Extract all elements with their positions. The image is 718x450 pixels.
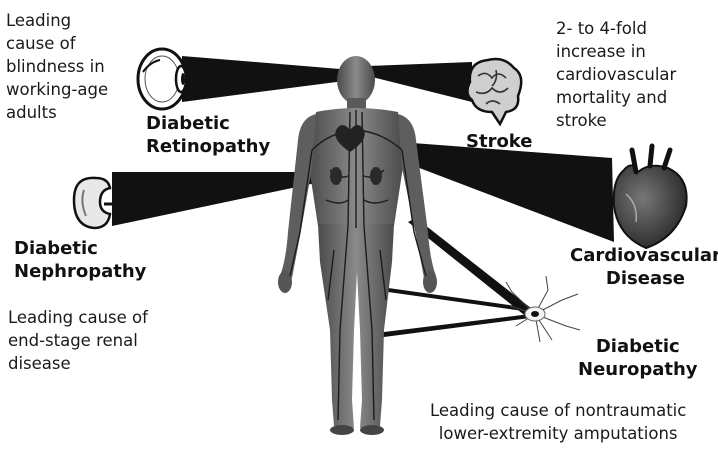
body-head [337, 56, 375, 104]
eye-icon [138, 49, 186, 109]
body-foot-left [330, 425, 354, 435]
beam-brain [368, 62, 472, 102]
brain-icon [467, 59, 521, 124]
stroke-description: 2- to 4-fold increase in cardiovascular … [556, 17, 676, 132]
retinopathy-description: Leading cause of blindness in working-ag… [6, 9, 108, 124]
beam-nerve-leg-lower [376, 314, 530, 338]
stroke-title: Stroke [466, 130, 533, 153]
human-body-figure [278, 56, 437, 435]
cardiovascular-title: Cardiovascular Disease [570, 244, 718, 290]
nephropathy-title: Diabetic Nephropathy [14, 237, 146, 283]
body-kidney-right [370, 167, 382, 185]
retinopathy-title: Diabetic Retinopathy [146, 112, 270, 158]
body-foot-right [360, 425, 384, 435]
body-arm-right [398, 114, 436, 278]
heart-icon [614, 146, 687, 248]
nephropathy-description: Leading cause of end-stage renal disease [8, 306, 148, 375]
body-legs [318, 224, 394, 428]
body-kidney-left [330, 167, 342, 185]
body-arm-left [280, 114, 316, 278]
neuropathy-title: Diabetic Neuropathy [578, 335, 698, 381]
neuropathy-description: Leading cause of nontraumatic lower-extr… [430, 399, 686, 445]
kidney-icon [74, 178, 112, 228]
beam-eye [182, 56, 352, 102]
